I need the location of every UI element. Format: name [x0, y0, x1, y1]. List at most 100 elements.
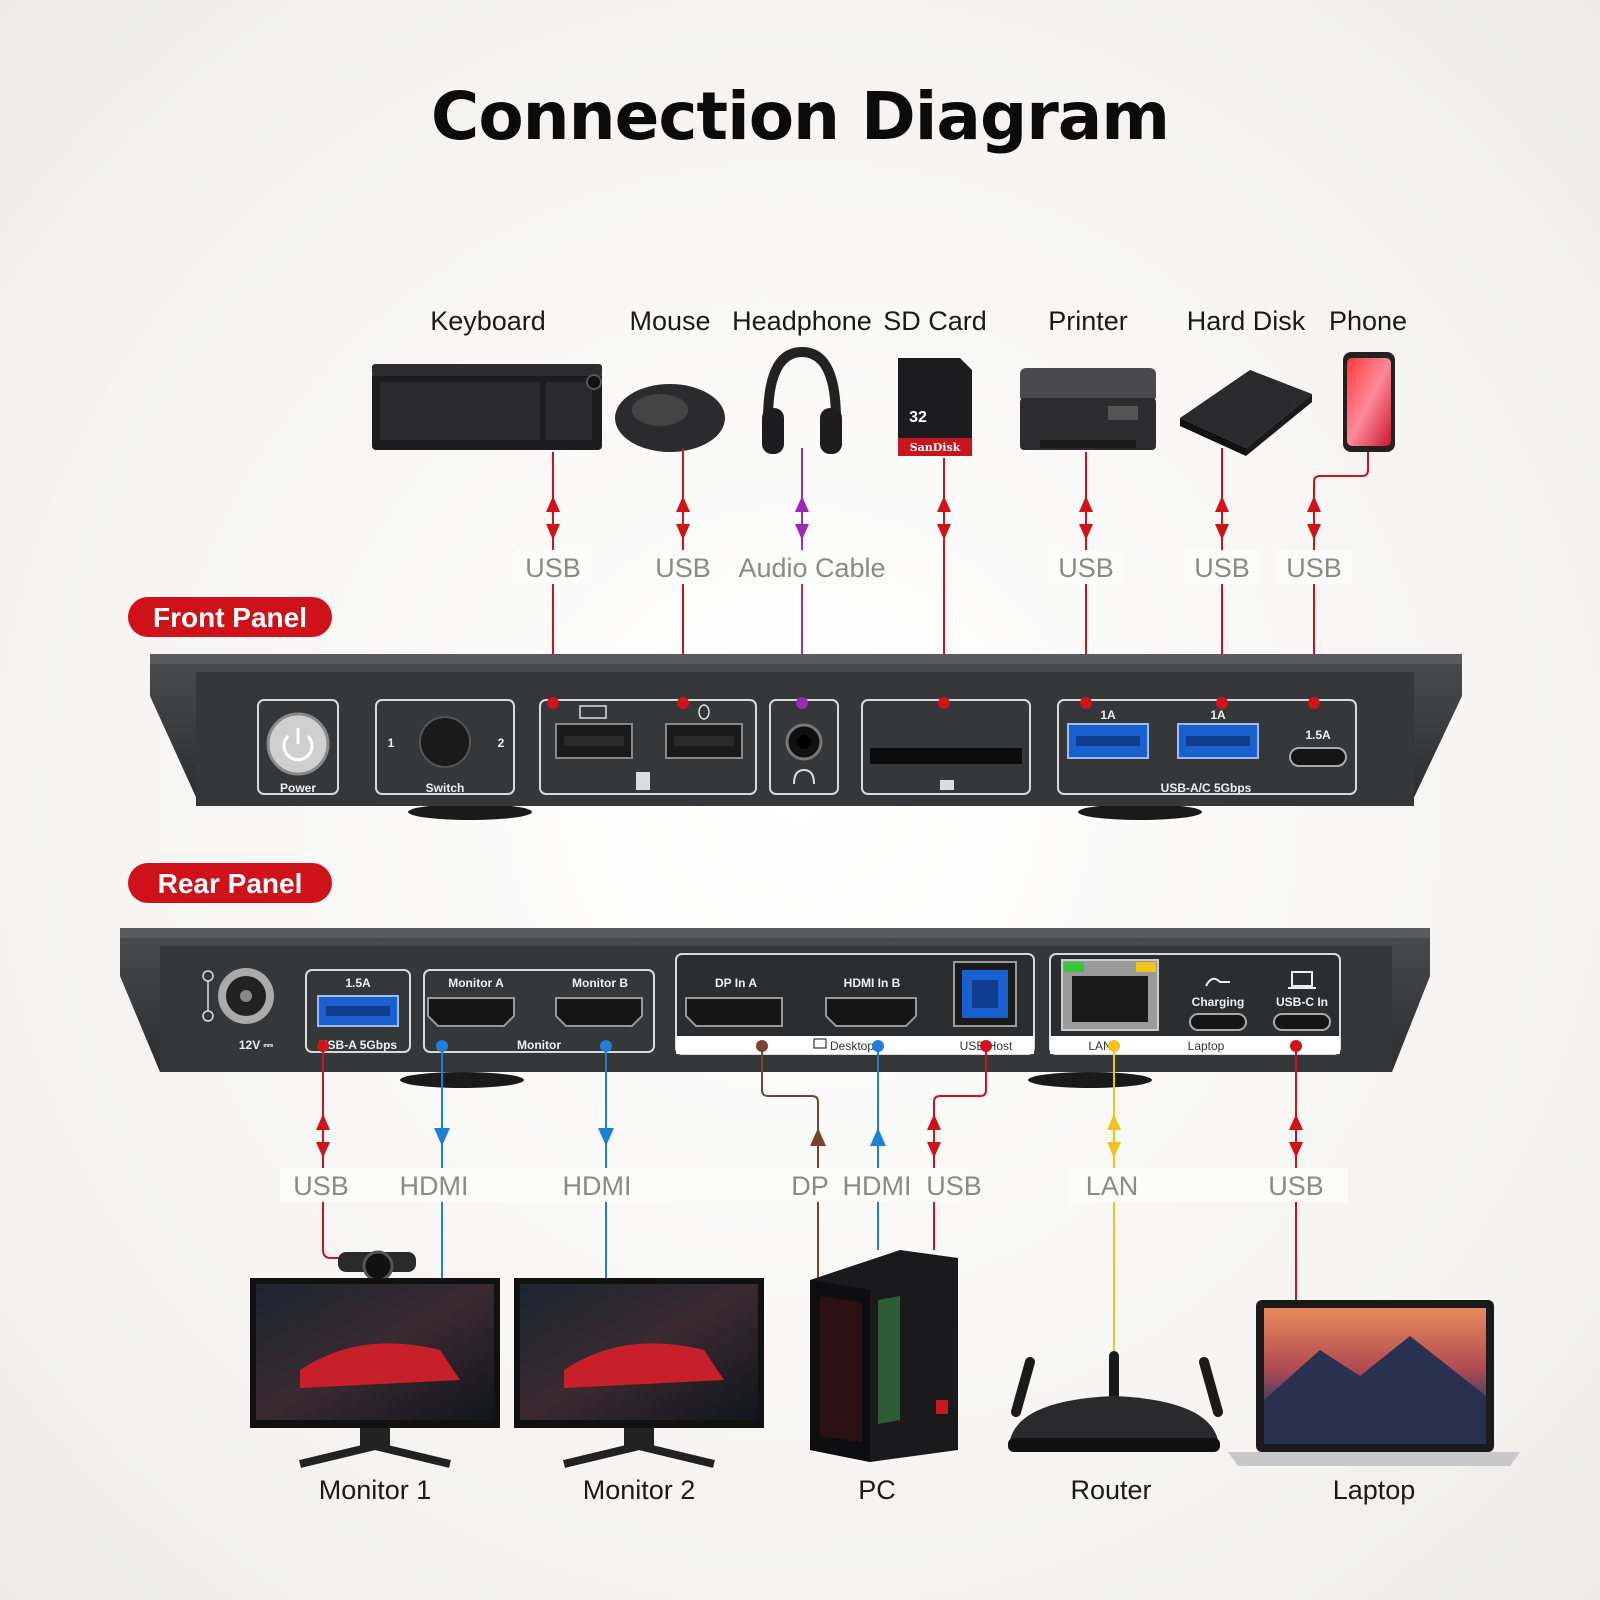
usb-c-in-port[interactable] — [1273, 1013, 1331, 1031]
laptop-small-icon — [1288, 971, 1316, 989]
dc-voltage-label: 12V ⎓ — [239, 1038, 274, 1052]
webcam-cable — [322, 1046, 345, 1259]
sd-card-device: SD Card SanDisk 32 — [883, 306, 987, 456]
rear-usb-current: 1.5A — [345, 976, 371, 990]
headset-small-icon — [793, 768, 815, 785]
printer-arrow — [1079, 496, 1093, 540]
pc-dp-cable — [761, 1046, 819, 1280]
front-connection-labels: USB USB Audio Cable USB USB USB — [515, 550, 1352, 584]
hard-disk-label: Hard Disk — [1187, 306, 1306, 336]
sd-card-label: SD Card — [883, 306, 987, 336]
desktop-label: Desktop — [830, 1039, 874, 1053]
phone-cable — [1313, 452, 1369, 703]
rear-desktop-group: DP In A HDMI In B Desktop USB Host — [675, 953, 1035, 1055]
monitor1-conn-label: HDMI — [400, 1171, 469, 1201]
headphone-arrow — [795, 496, 809, 540]
rear-arrows — [316, 1114, 1303, 1158]
router-icon — [1008, 1351, 1223, 1452]
headphone-icon — [762, 346, 842, 454]
lan-port-label: LAN — [1088, 1039, 1111, 1053]
monitor-b-hdmi-port[interactable] — [555, 997, 643, 1027]
pc-usb-arrow — [927, 1114, 941, 1158]
front-arrows — [546, 496, 1321, 540]
rear-panel-badge: Rear Panel — [128, 863, 332, 903]
sd-brand-text: SanDisk — [910, 441, 961, 454]
rear-dc-jack[interactable]: 12V ⎓ — [202, 968, 274, 1052]
hard-disk-icon — [1180, 370, 1312, 456]
charging-usb-c-port[interactable] — [1189, 1013, 1247, 1031]
rear-laptop-group: Charging USB-C In LAN Laptop — [1049, 953, 1341, 1055]
headphone-conn-label: Audio Cable — [738, 553, 885, 583]
mouse-small-icon — [698, 704, 710, 720]
monitor2-label: Monitor 2 — [583, 1475, 696, 1505]
monitor2-icon — [514, 1278, 764, 1468]
sd-small-icon — [940, 780, 954, 790]
monitor-a-port-label: Monitor A — [448, 976, 504, 990]
monitor-group-label: Monitor — [517, 1038, 561, 1052]
usb-a2-current: 1A — [1210, 708, 1226, 722]
lan-port[interactable] — [1061, 959, 1159, 1031]
router-label: Router — [1070, 1475, 1151, 1505]
polarity-icon — [202, 970, 214, 1022]
mouse-label: Mouse — [629, 306, 710, 336]
monitor2-conn-label: HDMI — [563, 1171, 632, 1201]
rear-usb-a-group: 1.5A USB-A 5Gbps — [305, 969, 411, 1053]
keyboard-usb-port[interactable] — [555, 723, 633, 759]
monitor1-arrow — [434, 1128, 450, 1146]
laptop-icon — [1228, 1300, 1520, 1466]
monitor1-label: Monitor 1 — [319, 1475, 432, 1505]
router-conn-label: LAN — [1086, 1171, 1139, 1201]
sd-capacity-text: 32 — [909, 409, 927, 426]
rear-monitor-group: Monitor A Monitor B Monitor — [423, 969, 655, 1053]
printer-device: Printer — [1020, 306, 1156, 450]
dp-in-port[interactable] — [685, 997, 783, 1027]
front-usb-c-port[interactable] — [1289, 747, 1347, 767]
pc-device: PC — [810, 1250, 958, 1505]
front-power-button[interactable]: Power — [257, 699, 339, 795]
keyboard-conn-label: USB — [525, 553, 581, 583]
hard-disk-conn-label: USB — [1194, 553, 1250, 583]
rear-panel: 12V ⎓ 1.5A USB-A 5Gbps Monitor A Monitor… — [120, 928, 1430, 1088]
front-usb-a-port-1[interactable] — [1067, 723, 1149, 759]
front-km-usb-group — [539, 699, 757, 795]
hdmi-in-b-label: HDMI In B — [844, 976, 901, 990]
monitor-a-hdmi-port[interactable] — [427, 997, 515, 1027]
printer-icon — [1020, 368, 1156, 450]
pc-hdmi-arrow — [870, 1128, 886, 1146]
mouse-device: Mouse — [615, 306, 725, 452]
switch-label-1: 1 — [388, 736, 395, 750]
pc-dp-conn-label: DP — [791, 1171, 829, 1201]
front-panel-badge: Front Panel — [128, 597, 332, 637]
printer-label: Printer — [1048, 306, 1128, 336]
mouse-arrow — [676, 496, 690, 540]
phone-device: Phone — [1329, 306, 1407, 452]
hdmi-in-port[interactable] — [825, 997, 917, 1027]
mouse-usb-port[interactable] — [665, 723, 743, 759]
front-panel-badge-text: Front Panel — [153, 602, 307, 633]
laptop-group-label: Laptop — [1188, 1039, 1225, 1053]
pc-dp-arrow — [810, 1128, 826, 1146]
usb-b-host-port[interactable] — [953, 961, 1017, 1027]
monitor2-device: Monitor 2 — [514, 1278, 764, 1505]
keyboard-device: Keyboard — [372, 306, 602, 450]
dp-in-a-label: DP In A — [715, 976, 757, 990]
printer-conn-label: USB — [1058, 553, 1114, 583]
keyboard-icon — [372, 364, 602, 450]
webcam-conn-label: USB — [293, 1171, 349, 1201]
laptop-device: Laptop — [1228, 1300, 1520, 1505]
phone-icon — [1343, 352, 1395, 452]
pc-label: PC — [858, 1475, 896, 1505]
rear-panel-badge-text: Rear Panel — [158, 868, 303, 899]
charging-label: Charging — [1192, 995, 1245, 1009]
front-switch[interactable]: 1 2 Switch — [375, 699, 515, 795]
phone-label: Phone — [1329, 306, 1407, 336]
pc-usb-cable — [933, 1046, 987, 1250]
monitor1-icon — [250, 1278, 500, 1468]
mouse-icon — [615, 384, 725, 452]
front-panel: Power 1 2 Switch — [150, 654, 1462, 820]
sd-card-arrow — [937, 496, 951, 540]
front-usb-a-port-2[interactable] — [1177, 723, 1259, 759]
keyboard-arrow — [546, 496, 560, 540]
rear-usb-a-port[interactable] — [317, 995, 399, 1027]
